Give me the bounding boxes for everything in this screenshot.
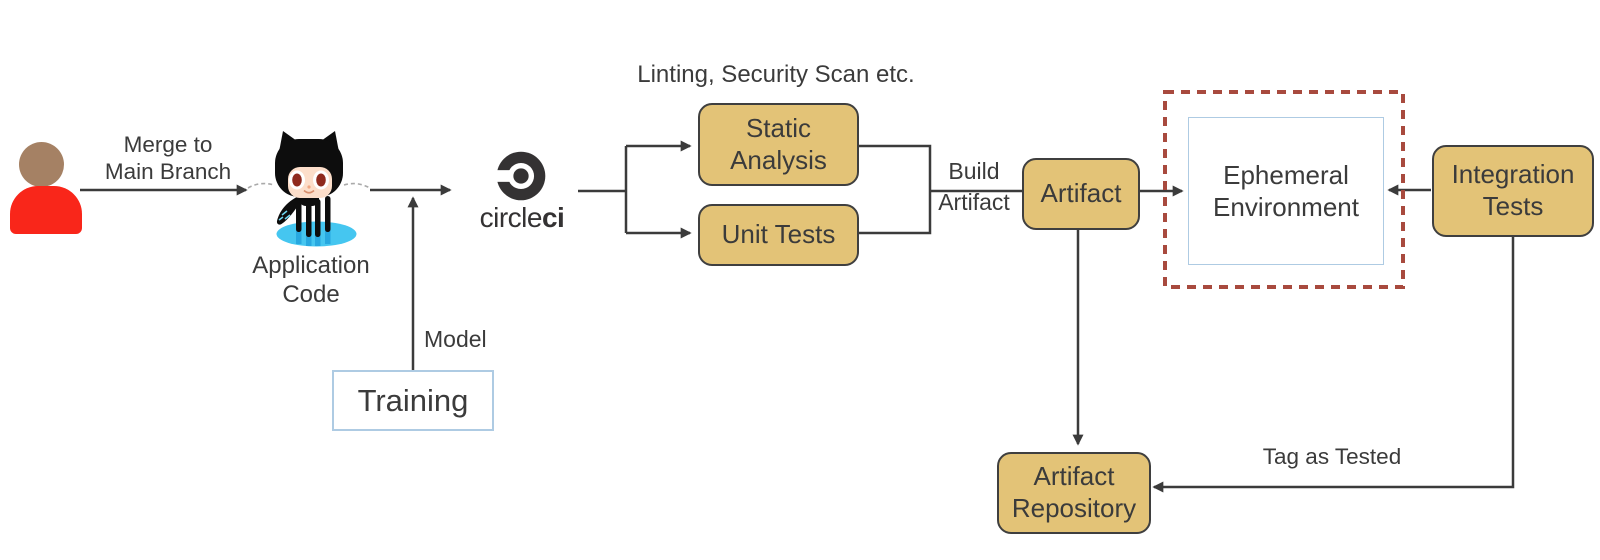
person-icon: [8, 140, 84, 235]
node-training: Training: [332, 370, 494, 431]
tag-as-tested-label: Tag as Tested: [1262, 444, 1402, 469]
person-body: [10, 186, 82, 234]
github-octocat-icon: [247, 131, 371, 247]
whisker-right: [343, 182, 371, 189]
connector-merge-right: [855, 144, 932, 235]
connector-tag-as-tested: [1152, 234, 1515, 493]
ephemeral-dashed-boundary: [1163, 90, 1405, 289]
node-ephemeral-environment: Ephemeral Environment: [1188, 117, 1384, 265]
node-artifact: Artifact: [1022, 158, 1140, 230]
node-integration-tests: Integration Tests: [1432, 145, 1594, 237]
circleci-wordmark-circle: circle: [479, 202, 543, 233]
node-static-analysis: Static Analysis: [698, 103, 859, 186]
octocat-mouth: [303, 189, 315, 194]
circleci-logo-icon: [494, 151, 546, 201]
octocat-nose: [307, 185, 311, 189]
node-unit-tests: Unit Tests: [698, 204, 859, 266]
arm-stripes: [278, 210, 291, 221]
whisker-left: [247, 182, 275, 189]
model-label: Model: [424, 326, 487, 352]
application-code-label: Application Code: [252, 252, 370, 308]
octocat-eyes: [289, 170, 329, 190]
person-head: [19, 142, 64, 187]
node-artifact-repository: Artifact Repository: [997, 452, 1151, 534]
circleci-wordmark: circleci: [452, 202, 592, 234]
build-artifact-label: Build Artifact: [938, 158, 1010, 215]
linting-caption-label: Linting, Security Scan etc.: [637, 61, 915, 88]
merge-to-main-label: Merge to Main Branch: [104, 132, 232, 184]
octocat-arm: [276, 196, 299, 225]
circleci-wordmark-ci: ci: [541, 202, 565, 233]
